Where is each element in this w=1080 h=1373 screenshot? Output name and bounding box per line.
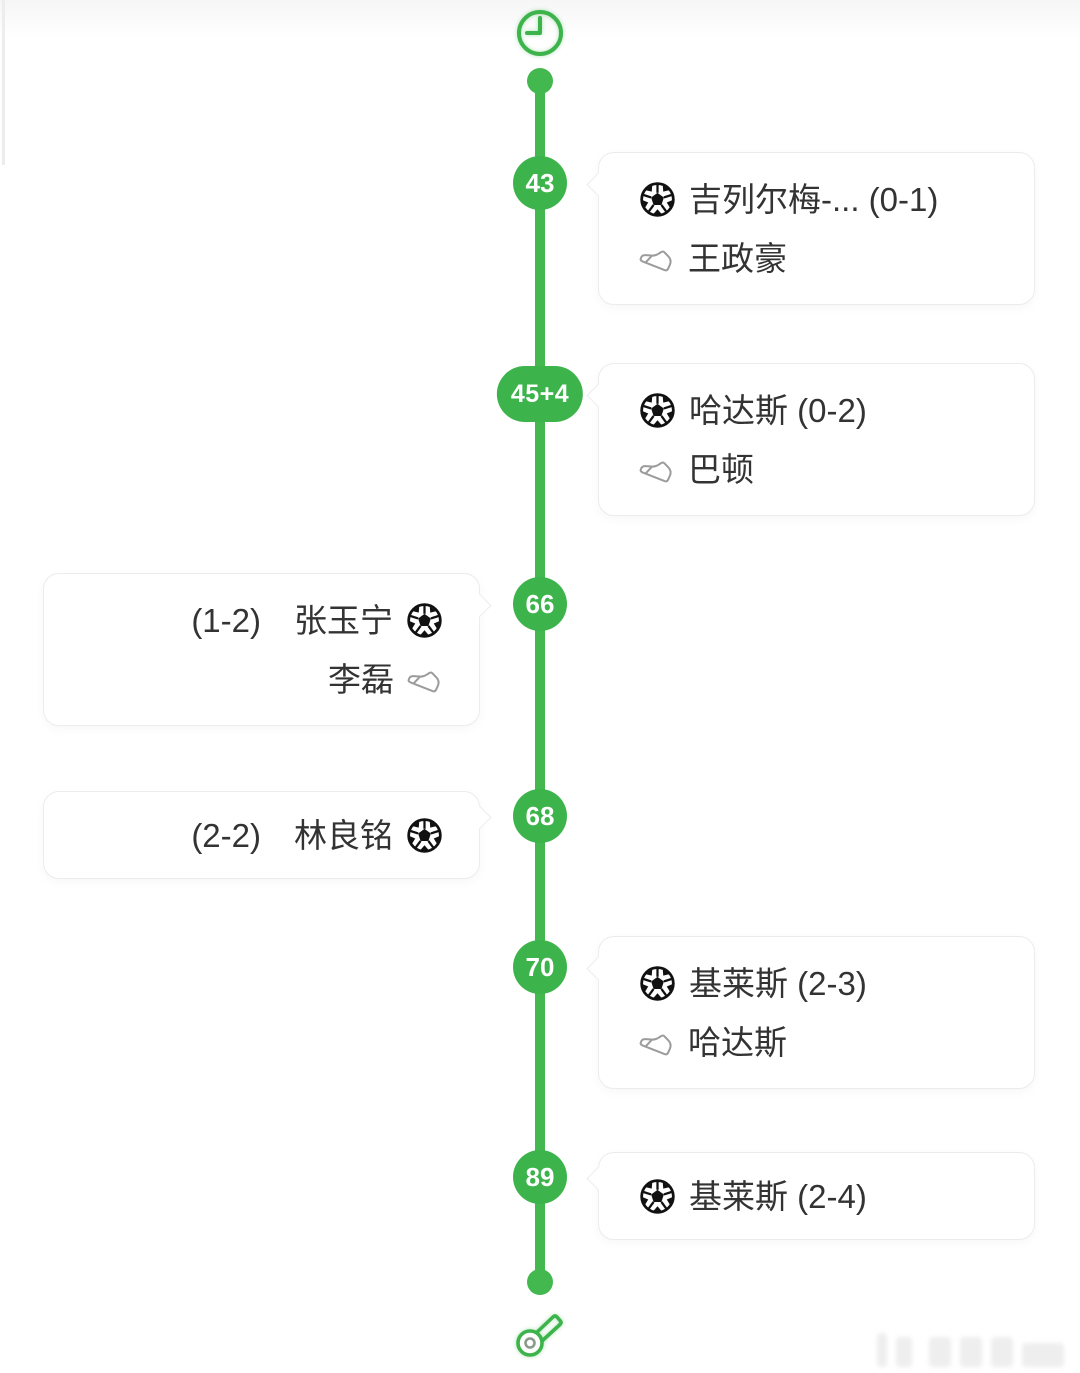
minute-label: 70 bbox=[525, 951, 555, 982]
minute-label: 66 bbox=[525, 588, 555, 619]
timeline-line bbox=[535, 78, 545, 1286]
timeline-end-dot bbox=[527, 1269, 553, 1295]
minute-badge: 68 bbox=[513, 789, 567, 843]
soccer-ball-icon bbox=[406, 602, 443, 639]
event-card: 哈达斯 (0-2) 巴顿 bbox=[586, 363, 1035, 516]
event-rows: (2-2) 林良铭 bbox=[44, 792, 479, 878]
whistle-icon bbox=[509, 1302, 569, 1362]
minute-badge: 66 bbox=[513, 577, 567, 631]
soccer-ball-icon bbox=[639, 392, 676, 429]
shoe-icon bbox=[407, 661, 443, 697]
event-rows: 基莱斯 (2-3) 哈达斯 bbox=[599, 937, 1034, 1088]
soccer-ball-icon bbox=[639, 1178, 676, 1215]
minute-label: 68 bbox=[525, 800, 555, 831]
minute-badge: 45+4 bbox=[496, 366, 584, 422]
event-rows: (1-2) 张玉宁 李磊 bbox=[44, 574, 479, 725]
assist-row: 哈达斯 bbox=[639, 1024, 998, 1060]
event-card: 吉列尔梅-... (0-1) 王政豪 bbox=[586, 152, 1035, 305]
assist-row: 巴顿 bbox=[639, 451, 998, 487]
event-rows: 基莱斯 (2-4) bbox=[599, 1153, 1034, 1239]
event-text: 哈达斯 (0-2) bbox=[689, 392, 867, 429]
event-text: 王政豪 bbox=[688, 239, 787, 277]
goal-row: 吉列尔梅-... (0-1) bbox=[639, 181, 998, 218]
goal-row: 基莱斯 (2-4) bbox=[639, 1178, 998, 1215]
minute-label: 43 bbox=[525, 167, 555, 198]
soccer-ball-icon bbox=[406, 817, 443, 854]
soccer-ball-icon bbox=[639, 965, 676, 1002]
shoe-icon bbox=[639, 451, 675, 487]
goal-row: 哈达斯 (0-2) bbox=[639, 392, 998, 429]
assist-row: 李磊 bbox=[84, 661, 443, 697]
event-rows: 吉列尔梅-... (0-1) 王政豪 bbox=[599, 153, 1034, 304]
event-text: (1-2) 张玉宁 bbox=[191, 602, 393, 639]
goal-row: (2-2) 林良铭 bbox=[84, 817, 443, 854]
event-card: 基莱斯 (2-4) bbox=[586, 1152, 1035, 1240]
soccer-ball-icon bbox=[639, 181, 676, 218]
minute-label: 89 bbox=[525, 1161, 555, 1192]
clock-icon bbox=[512, 5, 568, 61]
event-text: 李磊 bbox=[328, 660, 394, 698]
minute-badge: 43 bbox=[513, 156, 567, 210]
event-card: (1-2) 张玉宁 李磊 bbox=[43, 573, 492, 726]
minute-label: 45+4 bbox=[510, 379, 570, 408]
watermark bbox=[877, 1333, 1064, 1367]
goal-row: 基莱斯 (2-3) bbox=[639, 965, 998, 1002]
shoe-icon bbox=[639, 1024, 675, 1060]
event-text: 吉列尔梅-... (0-1) bbox=[689, 181, 939, 218]
minute-badge: 70 bbox=[513, 940, 567, 994]
event-text: 哈达斯 bbox=[688, 1023, 787, 1061]
event-card: (2-2) 林良铭 bbox=[43, 791, 492, 879]
event-rows: 哈达斯 (0-2) 巴顿 bbox=[599, 364, 1034, 515]
event-card: 基莱斯 (2-3) 哈达斯 bbox=[586, 936, 1035, 1089]
timeline-start-dot bbox=[527, 68, 553, 94]
assist-row: 王政豪 bbox=[639, 240, 998, 276]
goal-row: (1-2) 张玉宁 bbox=[84, 602, 443, 639]
event-text: 基莱斯 (2-3) bbox=[689, 965, 867, 1002]
event-text: (2-2) 林良铭 bbox=[191, 816, 393, 854]
shoe-icon bbox=[639, 240, 675, 276]
event-text: 巴顿 bbox=[688, 450, 754, 488]
event-text: 基莱斯 (2-4) bbox=[689, 1177, 867, 1215]
minute-badge: 89 bbox=[513, 1150, 567, 1204]
left-edge-line bbox=[2, 0, 5, 165]
